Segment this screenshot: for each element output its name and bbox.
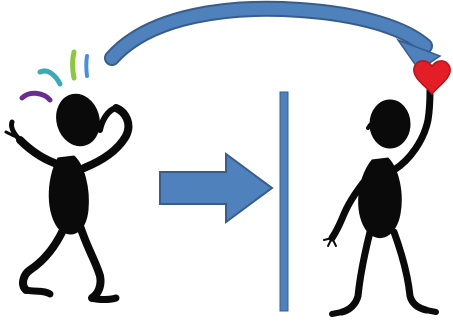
- motion-lines: [22, 52, 87, 100]
- right-arrow-icon: [160, 154, 272, 222]
- distressed-stick-figure-icon: [6, 89, 128, 299]
- vertical-barrier-line: [280, 92, 288, 311]
- happy-stick-figure-holding-heart-icon: [324, 90, 436, 314]
- heart-icon: [414, 61, 450, 94]
- curved-arrow-icon: [112, 9, 440, 70]
